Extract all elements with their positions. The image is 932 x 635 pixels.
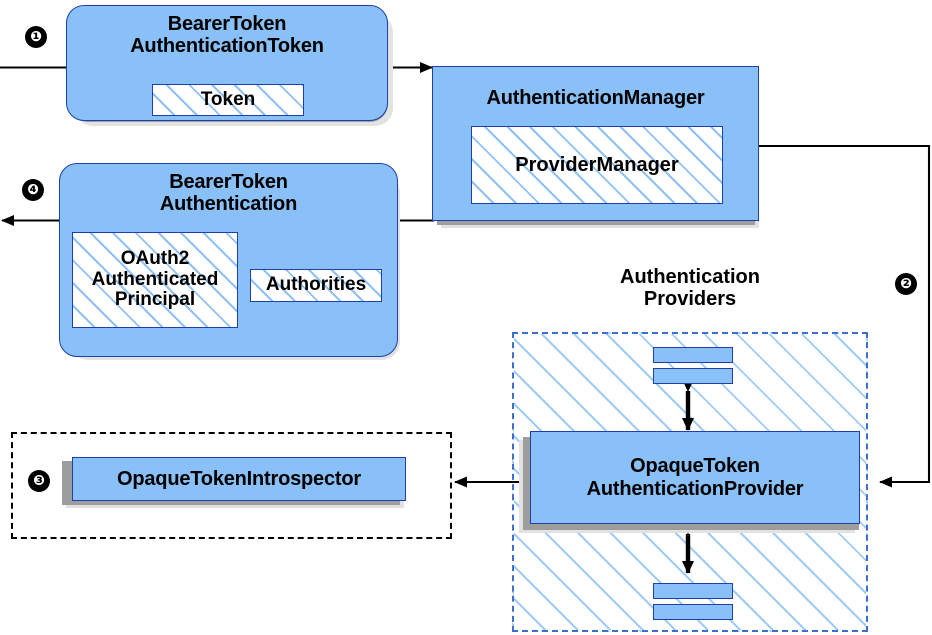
- authorities-label: Authorities: [265, 274, 367, 296]
- principal-line1: OAuth2: [120, 247, 190, 269]
- plugin-bar-top-1: [653, 347, 733, 363]
- authorities-box[interactable]: Authorities: [250, 269, 382, 302]
- provider-manager-label: ProviderManager: [515, 154, 679, 176]
- plugin-bar-bottom-1: [653, 583, 733, 599]
- badge-step-1: ❶: [25, 26, 47, 48]
- principal-line2: Authenticated: [91, 268, 219, 290]
- token-inner-box[interactable]: Token: [152, 84, 304, 116]
- opaque-token-introspector-label: OpaqueTokenIntrospector: [117, 467, 361, 490]
- badge-step-3: ❸: [28, 470, 50, 492]
- opaque-token-authentication-provider-title: OpaqueToken AuthenticationProvider: [587, 455, 804, 500]
- btat-title-line1: BearerToken: [167, 13, 287, 35]
- authentication-providers-label: Authentication Providers: [568, 266, 812, 311]
- opaque-token-introspector-node[interactable]: OpaqueTokenIntrospector: [72, 457, 406, 501]
- bta-title-line2: Authentication: [159, 193, 298, 216]
- badge-step-4: ❹: [22, 179, 44, 201]
- oauth2-authenticated-principal-box[interactable]: OAuth2 Authenticated Principal: [72, 232, 238, 328]
- provider-manager-inner-box[interactable]: ProviderManager: [471, 126, 723, 204]
- otap-title-line2: AuthenticationProvider: [586, 477, 804, 500]
- btat-title-line2: AuthenticationToken: [130, 35, 324, 58]
- oauth2-authenticated-principal-label: OAuth2 Authenticated Principal: [91, 247, 219, 312]
- token-label: Token: [200, 88, 256, 110]
- plugin-bar-top-2: [653, 368, 733, 384]
- authentication-providers-label-line1: Authentication: [620, 266, 760, 288]
- authentication-providers-label-line2: Providers: [643, 288, 737, 311]
- otap-title-line1: OpaqueToken: [630, 455, 760, 478]
- bearer-token-authentication-node[interactable]: BearerToken Authentication OAuth2 Authen…: [59, 163, 398, 357]
- plugin-bar-bottom-2: [653, 604, 733, 620]
- authentication-manager-node[interactable]: AuthenticationManager ProviderManager: [432, 66, 759, 221]
- bearer-token-authentication-token-node[interactable]: BearerToken AuthenticationToken Token: [66, 5, 388, 121]
- badge-step-2: ❷: [895, 273, 917, 295]
- bearer-token-authentication-token-title: BearerToken AuthenticationToken: [67, 13, 387, 58]
- principal-line3: Principal: [114, 289, 196, 311]
- authentication-manager-title: AuthenticationManager: [486, 87, 705, 109]
- flow-path-step-2-manager-to-provider: [759, 144, 931, 488]
- opaque-token-authentication-provider-node[interactable]: OpaqueToken AuthenticationProvider: [530, 431, 860, 524]
- bta-title-line1: BearerToken: [169, 171, 288, 193]
- bearer-token-authentication-title: BearerToken Authentication: [60, 171, 397, 216]
